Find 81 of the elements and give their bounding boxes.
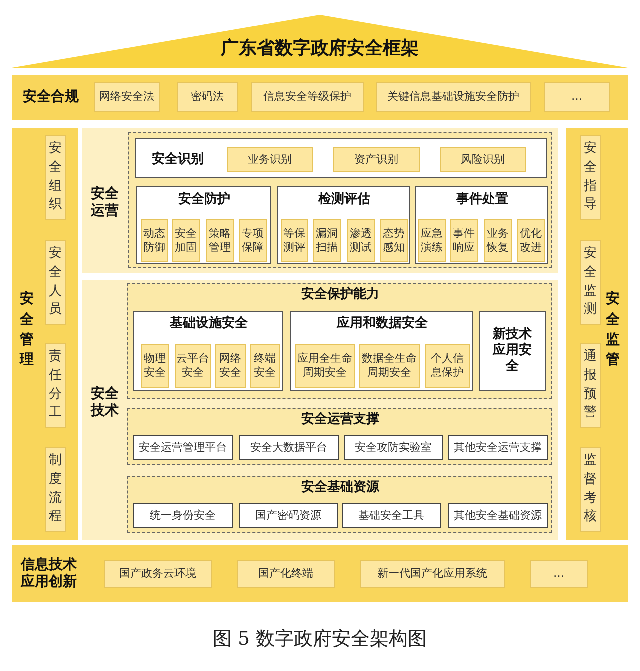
dashed-group: [127, 408, 552, 465]
section-heading: 安全基础资源: [300, 479, 381, 497]
item-tag: 专项保障: [239, 219, 267, 262]
item-tag: 个人信息保护: [425, 344, 470, 388]
section-heading: 安全保护能力: [300, 286, 380, 304]
section-heading: 安全监管: [605, 290, 621, 370]
item-tag: 事件响应: [450, 219, 478, 262]
section-heading: 安全运营: [90, 184, 120, 221]
item-tag: 安全人员: [45, 240, 66, 325]
section-heading: 安全技术: [90, 384, 120, 421]
item-tag: 通报预警: [580, 343, 601, 428]
item-tag: 数据全生命周期安全: [359, 344, 420, 388]
item-tag: 应急演练: [418, 219, 446, 262]
item-tag: 优化改进: [517, 219, 545, 262]
item-box: 国产密码资源: [239, 503, 338, 528]
item-tag: 监督考核: [580, 447, 601, 532]
item-tag: 安全监测: [580, 240, 601, 325]
item-tag: 网络安全法: [94, 82, 160, 112]
section-heading: 基础设施安全: [169, 315, 249, 333]
layer-panel: [82, 128, 558, 273]
section-heading: 安全防护: [178, 190, 232, 210]
dashed-group: [127, 476, 552, 533]
item-box: 安全大数据平台: [239, 435, 339, 460]
item-tag: 风险识别: [440, 147, 526, 172]
item-tag: 密码法: [177, 82, 238, 112]
section-heading: 安全合规: [22, 88, 80, 107]
dashed-group: [127, 283, 552, 399]
layer-band: [12, 128, 78, 540]
item-tag: 云平台安全: [175, 344, 211, 388]
item-tag: 安全加固: [172, 219, 200, 262]
item-tag: 国产化终端: [237, 560, 335, 588]
item-tag: 资产识别: [333, 147, 420, 172]
figure-caption: 图 5 数字政府安全架构图: [212, 627, 428, 652]
section-heading: 安全识别: [151, 150, 205, 169]
item-tag: 应用全生命周期安全: [295, 344, 355, 388]
section-box: [415, 186, 548, 264]
item-tag: 策略管理: [206, 219, 234, 262]
section-box: [133, 311, 283, 391]
layer-panel: [82, 280, 558, 540]
item-tag: 物理安全: [141, 344, 169, 388]
item-tag: 态势感知: [380, 219, 408, 262]
item-tag: 业务识别: [227, 147, 313, 172]
section-heading: 安全运营支撑: [300, 411, 380, 429]
section-heading: 安全管理: [18, 290, 35, 370]
item-tag: 国产政务云环境: [104, 560, 212, 588]
section-heading: 应用和数据安全: [336, 315, 429, 333]
section-box: 新技术应用安全: [479, 311, 546, 391]
layer-band: [12, 545, 628, 602]
item-tag: 终端安全: [250, 344, 280, 388]
item-tag: 信息安全等级保护: [251, 82, 364, 112]
item-tag: …: [530, 560, 588, 588]
item-tag: 责任分工: [45, 343, 66, 428]
item-box: 安全运营管理平台: [133, 435, 233, 460]
item-tag: 新一代国产化应用系统: [360, 560, 505, 588]
item-box: 基础安全工具: [342, 503, 441, 528]
item-tag: 关键信息基础设施安全防护: [376, 82, 531, 112]
section-heading: 信息技术应用创新: [20, 556, 78, 592]
item-box: 安全攻防实验室: [344, 435, 443, 460]
item-tag: …: [544, 82, 610, 112]
item-box: 统一身份安全: [133, 503, 233, 528]
item-tag: 网络安全: [215, 344, 246, 388]
item-box: 其他安全运营支撑: [448, 435, 548, 460]
item-tag: 安全指导: [580, 135, 601, 220]
section-box: [135, 138, 547, 178]
section-heading: 事件处置: [456, 191, 510, 210]
dashed-group: [128, 132, 552, 268]
item-tag: 业务恢复: [484, 219, 512, 262]
item-tag: 动态防御: [141, 219, 168, 262]
section-box: [136, 186, 271, 264]
item-tag: 等保测评: [281, 219, 308, 262]
item-tag: 制度流程: [45, 447, 66, 532]
section-heading: 检测评估: [317, 191, 372, 210]
item-tag: 渗透测试: [347, 219, 375, 262]
section-box: [290, 311, 473, 391]
layer-band: [566, 128, 628, 540]
section-box: [277, 186, 410, 264]
layer-band: [12, 75, 628, 120]
diagram-title: 广东省数字政府安全框架: [220, 37, 420, 60]
item-tag: 漏洞扫描: [313, 219, 341, 262]
item-box: 其他安全基础资源: [448, 503, 548, 528]
item-tag: 安全组织: [45, 135, 66, 220]
